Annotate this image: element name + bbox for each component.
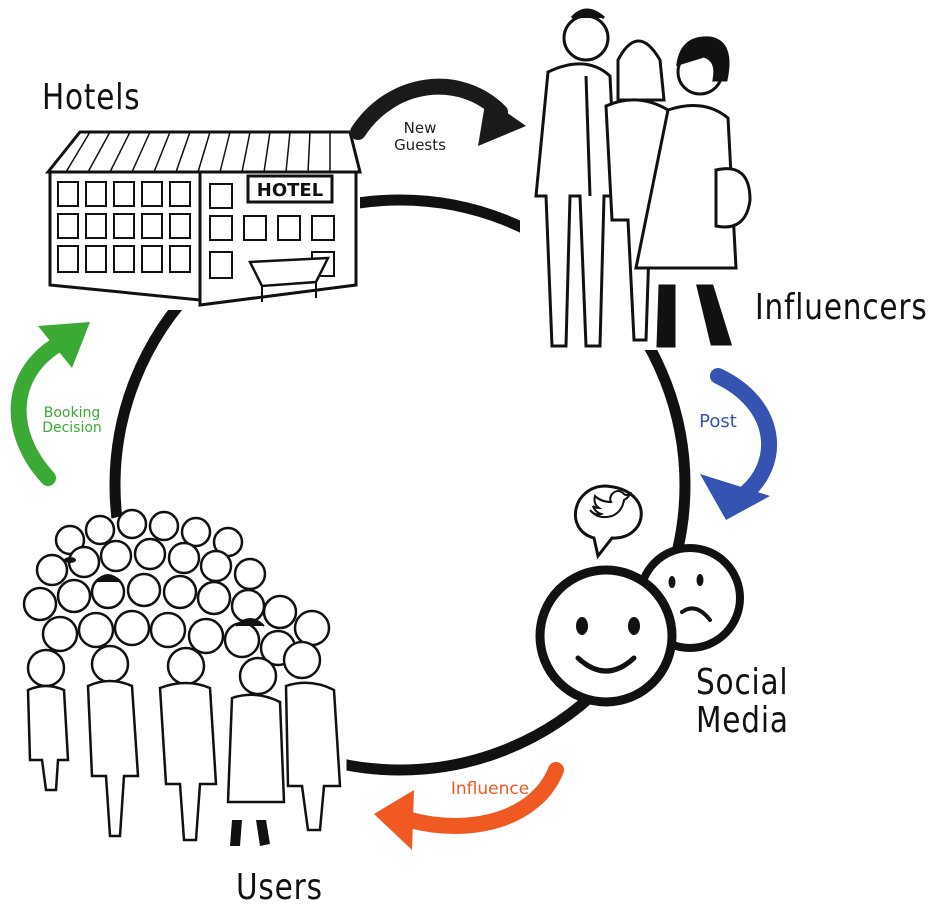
twitter-bird-icon — [589, 490, 633, 519]
new-guests-label: New Guests — [394, 119, 446, 154]
influence-label: Influence — [450, 779, 530, 799]
crowd-icon — [17, 507, 347, 851]
new-guests-arrow — [350, 78, 526, 146]
twitter-bubble — [574, 484, 643, 560]
influencers-label: Influencers — [755, 287, 928, 328]
booking-decision-arrow — [10, 322, 90, 486]
hotel-building-icon: HOTEL — [40, 130, 362, 310]
post-arrow — [700, 368, 778, 520]
users-label: Users — [236, 867, 323, 908]
influencers-group-icon — [520, 8, 752, 350]
svg-text:HOTEL: HOTEL — [257, 180, 323, 201]
influence-arrow — [374, 762, 564, 850]
happy-face-icon — [535, 565, 677, 707]
social-media-label: Social Media — [696, 662, 789, 741]
booking-decision-label: Booking Decision — [42, 405, 102, 437]
post-label: Post — [699, 411, 737, 432]
hotels-label: Hotels — [42, 77, 141, 118]
cycle-ring — [109, 194, 691, 776]
